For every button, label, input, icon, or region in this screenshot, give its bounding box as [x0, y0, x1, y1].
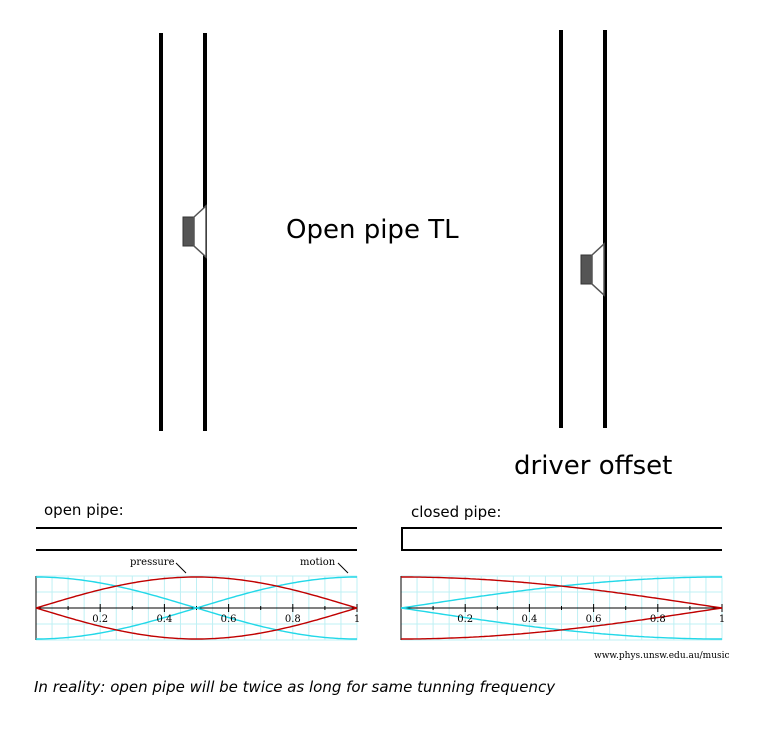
closed-pipe-schematic [401, 527, 722, 551]
tick-label: 0.4 [521, 614, 537, 625]
tick-label: 0.2 [457, 614, 473, 625]
open-pipe-label: open pipe: [44, 501, 124, 519]
tick-label: 0.4 [156, 614, 172, 625]
right-pipe-wall-outer [559, 30, 563, 428]
left-pipe-wall-outer [159, 33, 163, 431]
motion-leader-line [337, 562, 349, 574]
tick-label: 0.8 [650, 614, 666, 625]
tick-label: 1 [719, 614, 725, 625]
tick-label: 0.8 [285, 614, 301, 625]
source-credit: www.phys.unsw.edu.au/music [594, 651, 730, 661]
pressure-curve [401, 576, 723, 609]
tick-label: 1 [354, 614, 360, 625]
open-pipe-plot: 0.2 0.4 0.6 0.8 1 pressure motion [35, 557, 360, 641]
diagram-title: Open pipe TL [286, 215, 459, 245]
right-pipe-wall-inner [603, 30, 607, 428]
open-pipe-schematic [36, 527, 357, 551]
tick-label: 0.6 [586, 614, 602, 625]
pressure-curve [35, 607, 358, 640]
pressure-curve [401, 607, 723, 640]
pressure-curve [35, 576, 358, 609]
motion-annotation: motion [300, 557, 336, 568]
offset-caption: driver offset [514, 451, 673, 481]
tick-label: 0.6 [221, 614, 237, 625]
footer-note: In reality: open pipe will be twice as l… [34, 678, 556, 696]
tick-label: 0.2 [92, 614, 108, 625]
motion-curve [36, 576, 357, 640]
right-driver-icon [580, 242, 605, 297]
left-driver-icon [182, 204, 207, 259]
closed-pipe-label: closed pipe: [411, 503, 502, 521]
closed-pipe-plot: 0.2 0.4 0.6 0.8 1 [400, 575, 725, 641]
pressure-annotation: pressure [130, 557, 175, 568]
pressure-leader-line [175, 562, 187, 574]
